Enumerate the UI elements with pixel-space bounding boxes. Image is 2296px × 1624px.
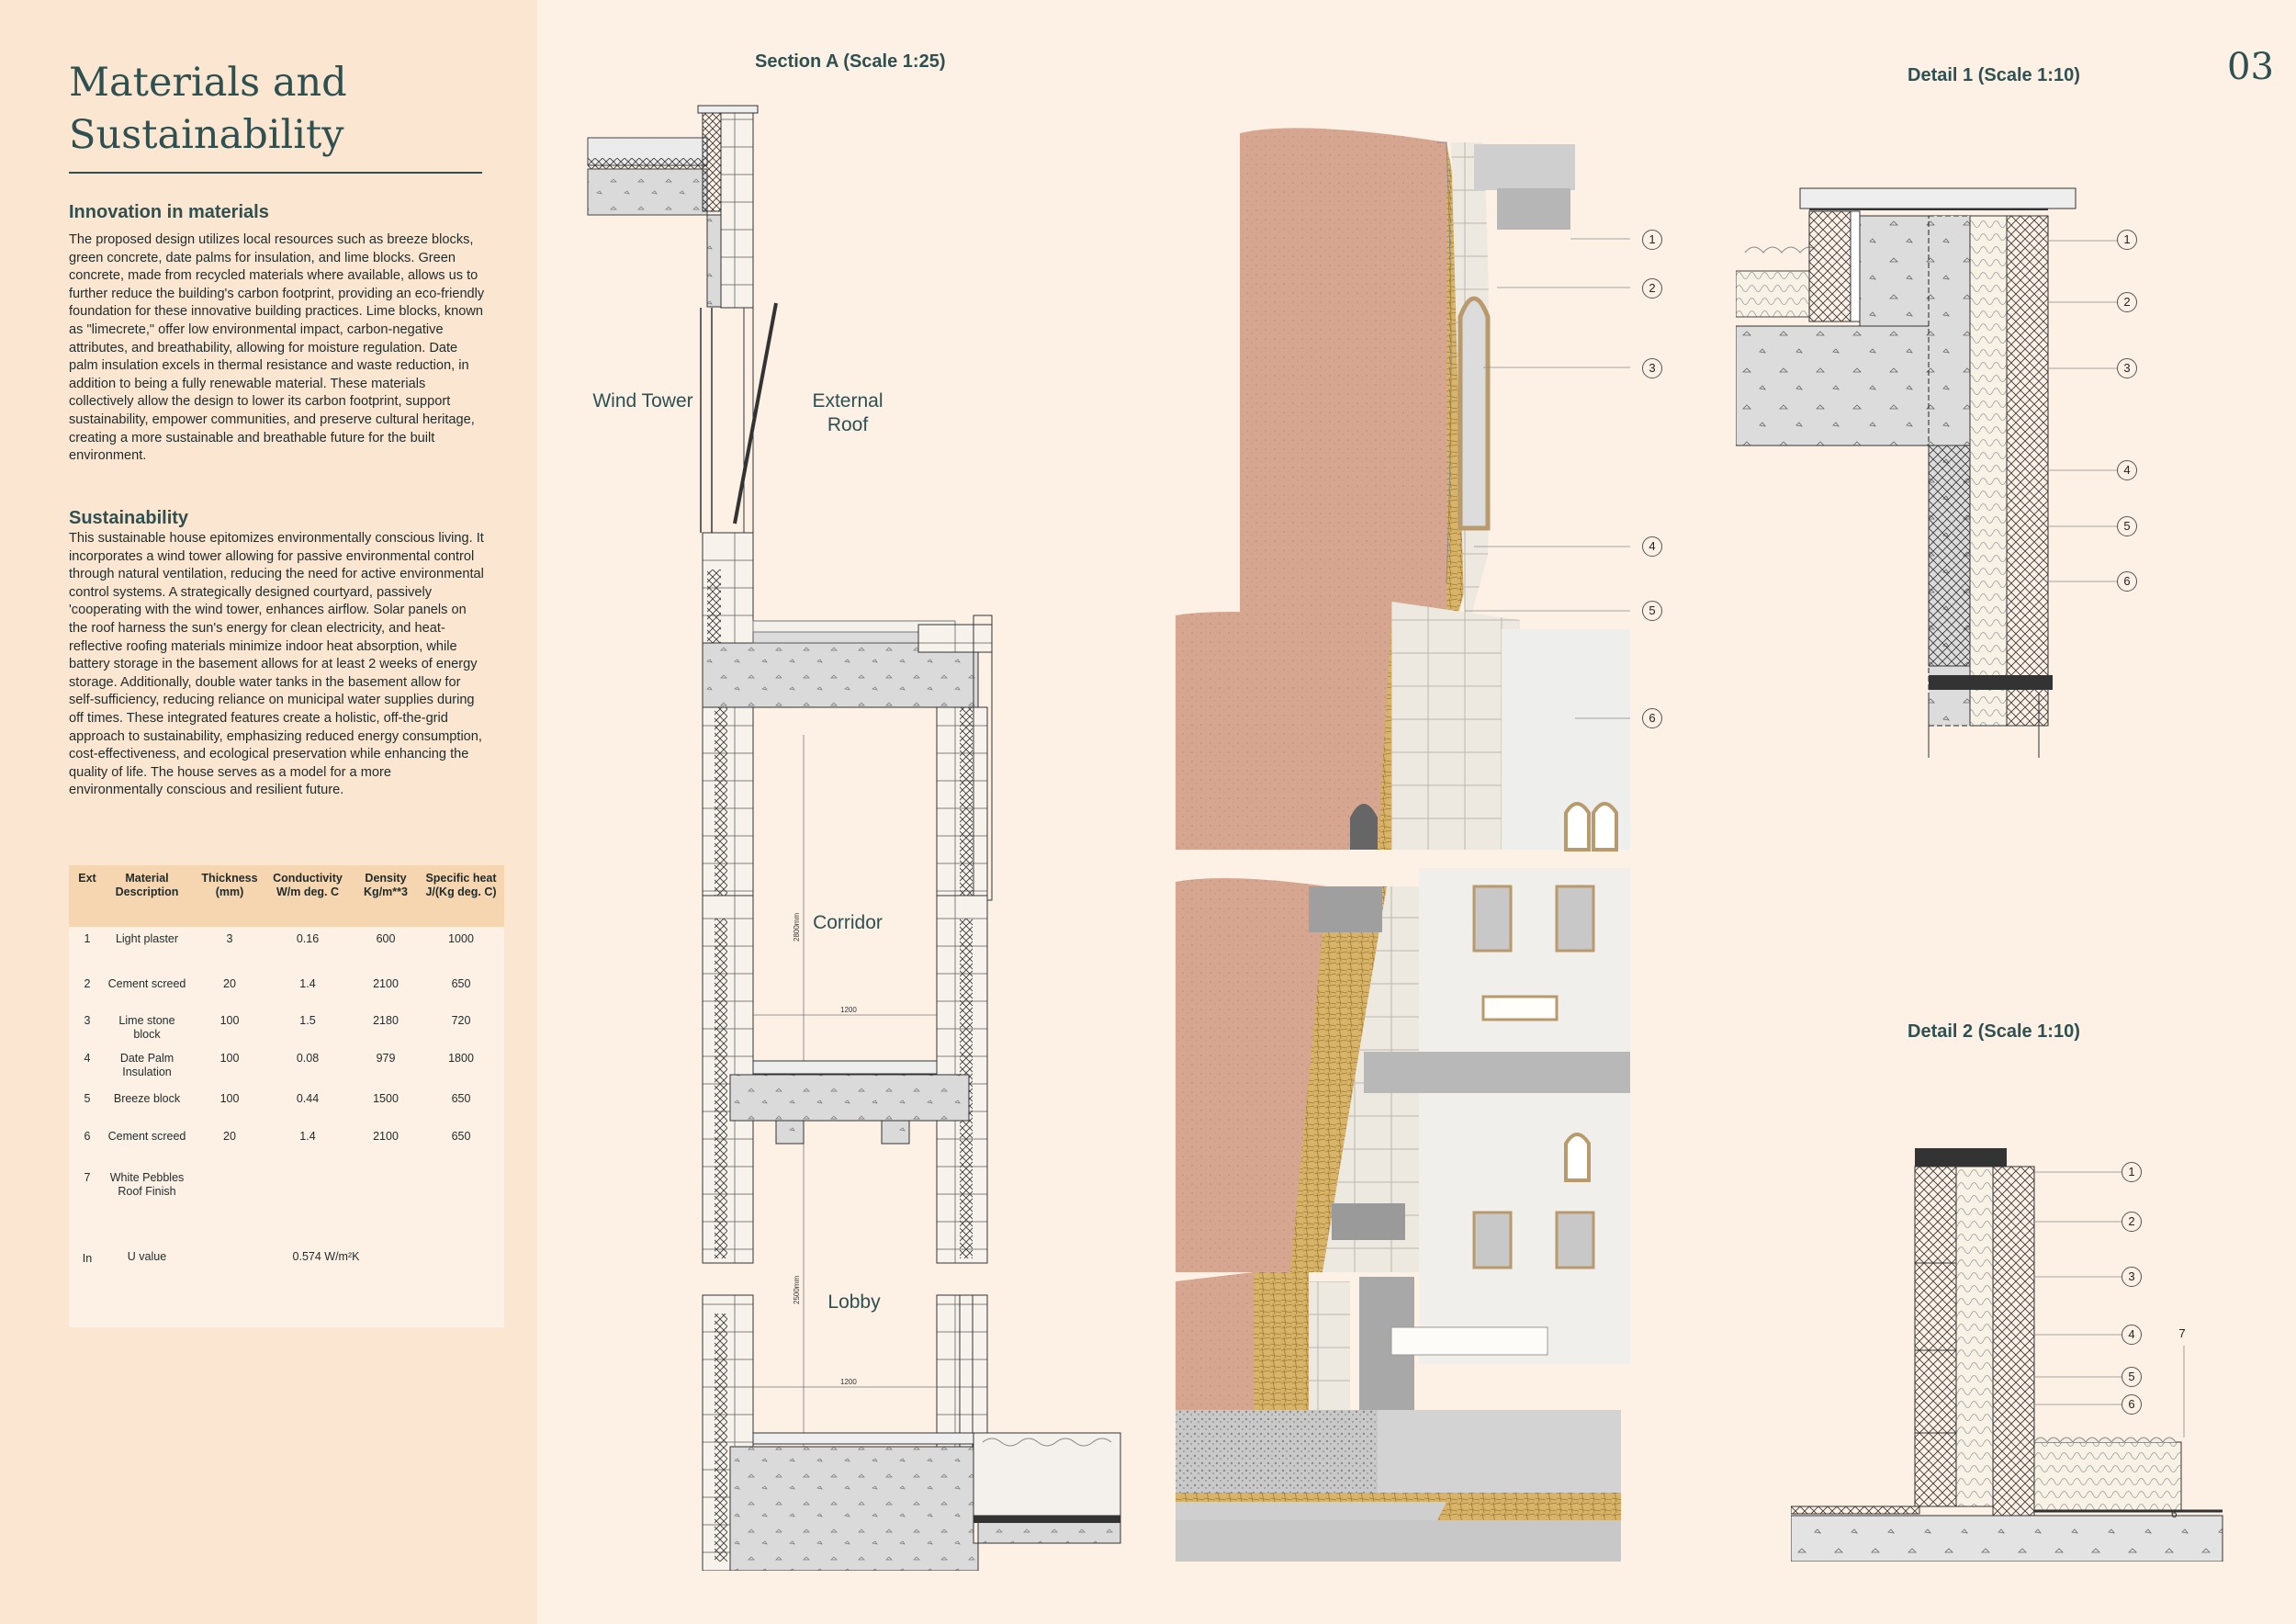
- innovation-paragraph: The proposed design utilizes local resou…: [69, 232, 485, 464]
- row5-conductivity: 0.44: [296, 1092, 320, 1105]
- row4-ext: 4: [84, 1052, 91, 1065]
- row1-thickness: 3: [226, 932, 233, 945]
- sidebar-panel: [0, 0, 537, 1624]
- row5-thickness: 100: [219, 1092, 240, 1105]
- label-wind-tower: Wind Tower: [592, 390, 693, 412]
- row4-density: 979: [376, 1052, 396, 1065]
- section-a-drawing: 2800mm 1200 2500mm 1200: [587, 105, 1121, 1571]
- row3-ext: 3: [84, 1014, 91, 1027]
- title-line-1: Materials and: [69, 60, 347, 106]
- row6-ext: 6: [84, 1130, 91, 1143]
- row6-thickness: 20: [223, 1130, 236, 1143]
- row4-specific-heat: 1800: [448, 1052, 474, 1065]
- row5-specific-heat: 650: [451, 1092, 471, 1105]
- axo-callout-3: 3: [1642, 358, 1662, 378]
- detail-1-title: Detail 1 (Scale 1:10): [1908, 65, 2080, 85]
- title-divider: [69, 172, 482, 174]
- innovation-heading: Innovation in materials: [69, 202, 269, 222]
- row1-specific-heat: 1000: [448, 932, 474, 945]
- row6-density: 2100: [373, 1130, 399, 1143]
- detail1-callout-6: 6: [2117, 571, 2137, 592]
- floor-mark: 6: [2171, 1507, 2178, 1520]
- title-line-2: Sustainability: [69, 112, 344, 158]
- u-row-in: In: [82, 1252, 93, 1265]
- dim-2800: 2800mm: [793, 913, 801, 942]
- detail2-callout-3: 3: [2122, 1267, 2142, 1287]
- detail1-callout-1: 1: [2117, 230, 2137, 250]
- row6-material: Cement screed: [107, 1130, 186, 1143]
- sustainability-heading: Sustainability: [69, 508, 189, 528]
- row5-material: Breeze block: [113, 1092, 181, 1105]
- label-corridor: Corridor: [813, 912, 883, 933]
- header-thickness: Thickness(mm): [201, 872, 258, 898]
- detail2-callout-7: 7: [2178, 1326, 2186, 1340]
- detail1-callout-5: 5: [2117, 516, 2137, 536]
- axonometric-wall-section: [1176, 128, 1630, 1562]
- row5-density: 1500: [373, 1092, 399, 1105]
- row4-conductivity: 0.08: [296, 1052, 320, 1065]
- row4-thickness: 100: [219, 1052, 240, 1065]
- page-title: Materials and Sustainability: [69, 57, 482, 162]
- label-lobby: Lobby: [827, 1291, 881, 1313]
- u-row-label: U value: [127, 1250, 167, 1263]
- detail2-callout-4: 4: [2122, 1325, 2142, 1345]
- axo-callout-4: 4: [1642, 536, 1662, 557]
- axo-callout-1: 1: [1642, 230, 1662, 250]
- axo-callout-6: 6: [1642, 708, 1662, 728]
- row1-density: 600: [376, 932, 396, 945]
- header-ext: Ext: [78, 872, 96, 885]
- dim-1200-a: 1200: [840, 1006, 857, 1014]
- sustainability-paragraph: This sustainable house epitomizes enviro…: [69, 531, 484, 798]
- row3-density: 2180: [373, 1014, 399, 1027]
- detail2-callout-5: 5: [2122, 1367, 2142, 1387]
- dim-1200-b: 1200: [840, 1378, 857, 1386]
- row7-ext: 7: [84, 1171, 91, 1184]
- detail1-callout-3: 3: [2117, 358, 2137, 378]
- row1-conductivity: 0.16: [296, 932, 320, 945]
- detail2-callout-2: 2: [2122, 1212, 2142, 1232]
- dim-2500: 2500mm: [793, 1276, 801, 1304]
- detail1-callout-4: 4: [2117, 460, 2137, 480]
- detail1-callout-2: 2: [2117, 292, 2137, 312]
- axo-callout-5: 5: [1642, 601, 1662, 621]
- row5-ext: 5: [84, 1092, 91, 1105]
- row2-density: 2100: [373, 977, 399, 990]
- row3-thickness: 100: [219, 1014, 240, 1027]
- u-row-value: 0.574 W/m²K: [292, 1250, 360, 1263]
- row1-material: Light plaster: [115, 932, 179, 945]
- detail2-callout-1: 1: [2122, 1162, 2142, 1182]
- detail2-callout-6: 6: [2122, 1394, 2142, 1415]
- row2-material: Cement screed: [107, 977, 186, 990]
- detail-1-drawing: [1736, 187, 2122, 758]
- section-a-title: Section A (Scale 1:25): [755, 51, 946, 72]
- detail-2-title: Detail 2 (Scale 1:10): [1908, 1021, 2080, 1042]
- row3-conductivity: 1.5: [299, 1014, 316, 1027]
- axo-callout-2: 2: [1642, 278, 1662, 299]
- row2-specific-heat: 650: [451, 977, 471, 990]
- row6-specific-heat: 650: [451, 1130, 471, 1143]
- page-number: 03: [2227, 46, 2274, 88]
- row3-specific-heat: 720: [451, 1014, 471, 1027]
- material-table-header: [69, 865, 504, 927]
- row6-conductivity: 1.4: [299, 1130, 316, 1143]
- row2-ext: 2: [84, 977, 91, 990]
- row1-ext: 1: [84, 932, 91, 945]
- row2-conductivity: 1.4: [299, 977, 316, 990]
- detail-2-drawing: 6: [1791, 1148, 2223, 1562]
- row2-thickness: 20: [223, 977, 236, 990]
